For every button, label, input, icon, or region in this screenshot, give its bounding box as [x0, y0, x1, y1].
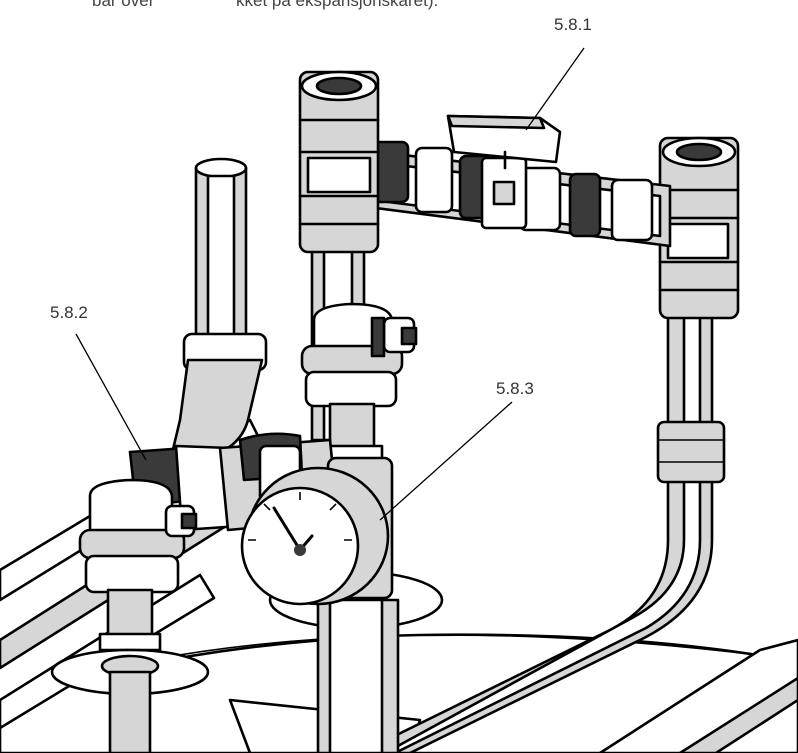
- leader-5-8-2: [75, 333, 147, 461]
- left-air-vent: [50, 478, 210, 753]
- ball-valve-assembly: [358, 114, 672, 248]
- leader-5-8-1: [525, 47, 585, 131]
- right-tower: [658, 136, 740, 320]
- middle-air-vent: [300, 302, 418, 464]
- label-5-8-3: 5.8.3: [496, 379, 534, 398]
- right-pipe: [358, 298, 726, 753]
- pressure-gauge: [240, 456, 444, 753]
- label-5-8-1: 5.8.1: [554, 15, 592, 34]
- valve-handle: [446, 114, 562, 170]
- caption-fragment-left: bar over: [92, 0, 155, 10]
- label-5-8-2: 5.8.2: [50, 303, 88, 322]
- left-pipe: [168, 157, 268, 464]
- caption-fragment-right: kket på ekspansjonskaret).: [236, 0, 438, 10]
- leader-5-8-3: [379, 401, 513, 521]
